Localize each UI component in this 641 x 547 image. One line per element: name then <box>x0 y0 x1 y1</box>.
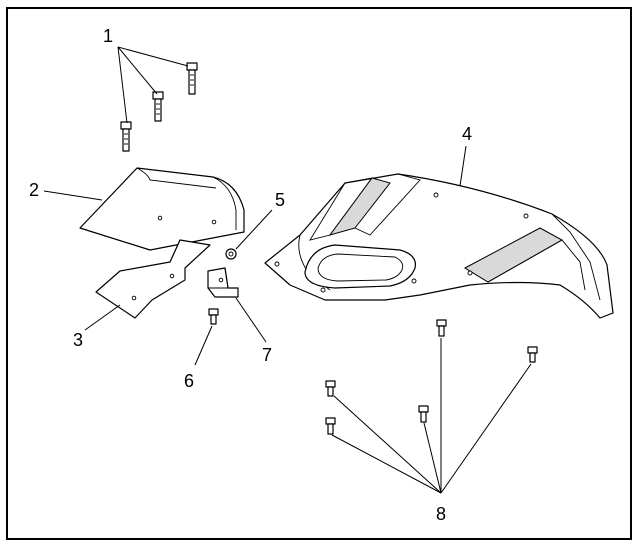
leader-3 <box>84 304 121 331</box>
fender-hole <box>467 270 473 276</box>
plate-hole <box>169 273 175 279</box>
bolt-1c <box>120 121 132 152</box>
callout-4: 4 <box>462 124 472 144</box>
bolt-1b <box>152 91 164 122</box>
deflector-panel-2 <box>79 167 245 251</box>
bolt-1a <box>186 62 198 95</box>
nut-5 <box>225 248 237 260</box>
plate-hole <box>131 295 137 301</box>
fender-4 <box>264 173 614 319</box>
screw-8e <box>325 417 336 435</box>
angle-clip-7 <box>207 267 239 298</box>
callout-8: 8 <box>436 504 446 524</box>
fender-hole <box>433 192 439 198</box>
panel-hole <box>157 215 163 221</box>
screw-8c <box>325 380 336 397</box>
callout-3: 3 <box>73 330 83 350</box>
callout-2: 2 <box>29 180 39 200</box>
bracket-plate-3 <box>95 239 211 319</box>
callout-5: 5 <box>275 190 285 210</box>
fender-hole <box>523 213 529 219</box>
screw-8d <box>418 405 429 423</box>
screw-8a <box>436 319 447 337</box>
leader-4 <box>459 145 467 187</box>
screw-8b <box>527 346 538 363</box>
diagram-frame <box>6 7 632 540</box>
screw-group-8 <box>325 319 538 435</box>
fender-hole <box>320 287 326 293</box>
callout-6: 6 <box>184 371 194 391</box>
leader-8 <box>331 338 532 494</box>
panel-hole <box>211 219 217 225</box>
bolt-group-1 <box>120 62 198 152</box>
leader-2 <box>43 190 103 201</box>
leader-7 <box>235 297 267 343</box>
callout-1: 1 <box>103 26 113 46</box>
leader-6 <box>194 325 213 366</box>
leader-1 <box>117 46 189 124</box>
fender-hole <box>411 278 417 284</box>
bolt-6 <box>208 308 219 325</box>
leader-5 <box>235 209 273 250</box>
fender-hole <box>274 261 280 267</box>
callout-7: 7 <box>262 345 272 365</box>
